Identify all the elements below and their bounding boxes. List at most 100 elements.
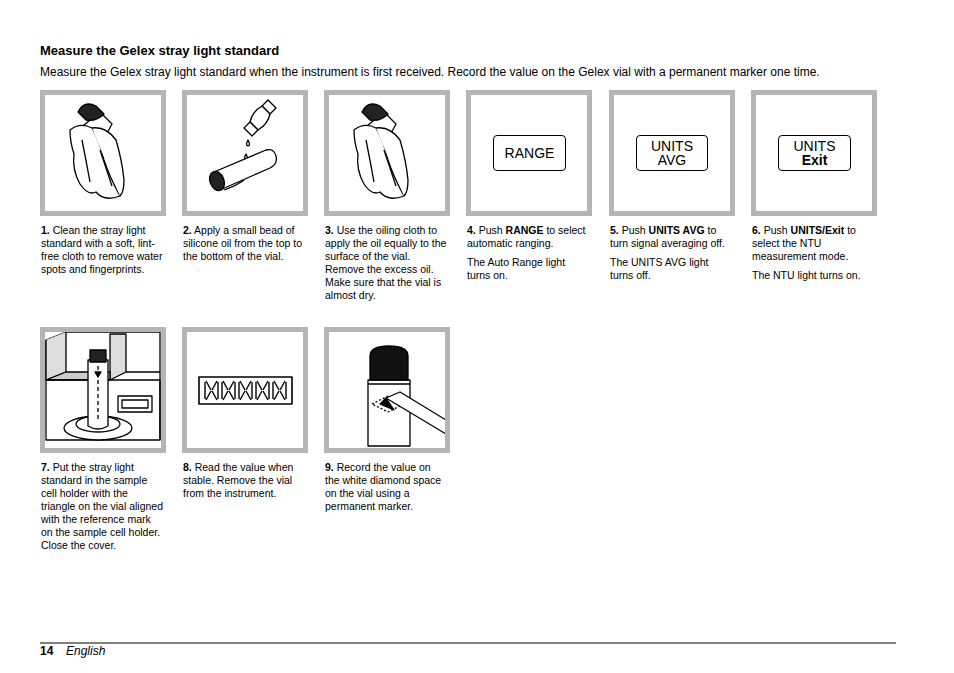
paragraph: 6. Push UNITS/Exit to select the NTU mea… (752, 224, 874, 263)
paragraph: 9. Record the value on the white diamond… (325, 461, 447, 513)
segment-stroke (251, 382, 252, 399)
step-instruction: The NTU light turns on. (752, 269, 861, 281)
segment-stroke (238, 382, 239, 399)
cloth-vial (70, 104, 124, 198)
step-text: 5. Push UNITS AVG to turn signal averagi… (610, 224, 732, 288)
step-instruction: Push (764, 224, 788, 236)
segment-stroke (217, 382, 218, 399)
step-instruction: Push (622, 224, 646, 236)
step-number: 2. (183, 224, 192, 236)
step-panel: 7. Put the stray light standard in the s… (40, 327, 166, 453)
segment-stroke (246, 391, 251, 400)
display (199, 377, 292, 404)
segment-stroke (204, 382, 205, 399)
step-panel: 4. Push RANGE to select automatic rangin… (466, 90, 592, 216)
cloth-vial (354, 104, 408, 198)
step-instruction: Record the value on the white diamond sp… (325, 461, 441, 512)
paragraph: 4. Push RANGE to select automatic rangin… (467, 224, 589, 250)
step-panel: 1. Clean the stray light standard with a… (40, 90, 166, 216)
panel-frame (40, 90, 166, 216)
step-instruction: The Auto Range light turns on. (467, 256, 565, 281)
step-instruction: UNITS AVG (649, 224, 705, 236)
step-number: 9. (325, 461, 334, 473)
segment-stroke (206, 391, 211, 400)
page-number: 14 (40, 644, 53, 658)
step-text: 7. Put the stray light standard in the s… (41, 461, 163, 558)
segment-stroke (234, 382, 235, 399)
paragraph: 2. Apply a small bead of silicone oil fr… (183, 224, 305, 263)
step-number: 3. (325, 224, 334, 236)
segment-stroke (212, 381, 217, 390)
step-instruction: RANGE (506, 224, 544, 236)
step-text: 2. Apply a small bead of silicone oil fr… (183, 224, 305, 269)
step-number: 5. (610, 224, 619, 236)
step-text: 3. Use the oiling cloth to apply the oil… (325, 224, 447, 308)
step-instruction: The UNITS AVG light turns off. (610, 256, 708, 281)
step-instruction: Apply a small bead of silicone oil from … (183, 224, 302, 262)
segment-stroke (221, 382, 222, 399)
step-instruction: Use the oiling cloth to apply the oil eq… (325, 224, 446, 301)
panel-frame (40, 327, 166, 453)
key-label: RANGE (505, 146, 555, 160)
segment-stroke (280, 391, 285, 400)
step-panel: 2. Apply a small bead of silicone oil fr… (182, 90, 308, 216)
paragraph: 1. Clean the stray light standard with a… (41, 224, 163, 276)
segment-stroke (274, 391, 279, 400)
segment-stroke (240, 391, 245, 400)
segment-stroke (229, 381, 234, 390)
segment-stroke (285, 382, 286, 399)
key-label: UNITS (794, 139, 836, 153)
segment-stroke (223, 381, 228, 390)
step-panel: 5. Push UNITS AVG to turn signal averagi… (609, 90, 735, 216)
step-panel: 9. Record the value on the white diamond… (324, 327, 450, 453)
step-instruction: UNITS/Exit (791, 224, 845, 236)
step-instruction: Clean the stray light standard with a so… (41, 224, 162, 275)
page-title: Measure the Gelex stray light standard (40, 43, 279, 58)
segment-stroke (268, 382, 269, 399)
paragraph: 8. Read the value when stable. Remove th… (183, 461, 305, 500)
panel-frame (324, 327, 450, 453)
step-text: 4. Push RANGE to select automatic rangin… (467, 224, 589, 288)
paragraph: The UNITS AVG light turns off. (610, 256, 732, 282)
paragraph: 7. Put the stray light standard in the s… (41, 461, 163, 552)
step-text: 8. Read the value when stable. Remove th… (183, 461, 305, 506)
paragraph: 5. Push UNITS AVG to turn signal averagi… (610, 224, 732, 250)
step-text: 1. Clean the stray light standard with a… (41, 224, 163, 282)
vial-marker (368, 346, 446, 446)
step-number: 8. (183, 461, 192, 473)
panel-frame (182, 327, 308, 453)
key-label: UNITS AVG (650, 139, 694, 167)
segment-stroke (263, 391, 268, 400)
instrument (46, 332, 160, 440)
segment-stroke (206, 381, 211, 390)
segment-stroke (257, 381, 262, 390)
intro-text: Measure the Gelex stray light standard w… (40, 65, 820, 79)
paragraph: The NTU light turns on. (752, 269, 874, 282)
step-instruction: Read the value when stable. Remove the v… (183, 461, 293, 499)
step-instruction: Push (479, 224, 503, 236)
segment-stroke (212, 391, 217, 400)
step-text: 9. Record the value on the white diamond… (325, 461, 447, 519)
segment-stroke (255, 382, 256, 399)
step-text: 6. Push UNITS/Exit to select the NTU mea… (752, 224, 874, 288)
vial (207, 150, 277, 193)
segment-stroke (272, 382, 273, 399)
segment-stroke (257, 391, 262, 400)
language: English (66, 644, 105, 658)
key-button: UNITS AVG (636, 135, 708, 171)
segment-stroke (263, 381, 268, 390)
paragraph: 3. Use the oiling cloth to apply the oil… (325, 224, 447, 302)
panel-frame (324, 90, 450, 216)
step-number: 6. (752, 224, 761, 236)
segment-stroke (240, 381, 245, 390)
key-button: UNITSExit (778, 135, 851, 171)
step-panel: 6. Push UNITS/Exit to select the NTU mea… (751, 90, 877, 216)
segment-stroke (229, 391, 234, 400)
key-label: Exit (802, 153, 828, 167)
panel-frame (182, 90, 308, 216)
step-number: 1. (41, 224, 50, 236)
step-number: 7. (41, 461, 50, 473)
step-instruction: Put the stray light standard in the samp… (41, 461, 163, 551)
segment-stroke (280, 381, 285, 390)
